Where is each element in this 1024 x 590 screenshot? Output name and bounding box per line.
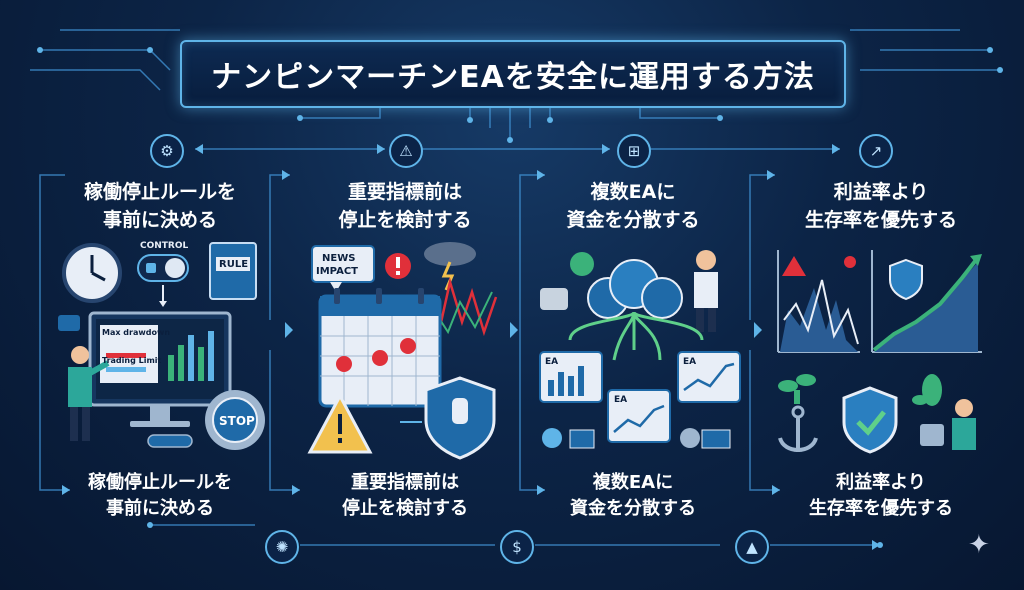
impact-label: IMPACT (316, 266, 358, 277)
column-3-footer-line1: 複数EAに (592, 472, 674, 493)
monitor-dashboard (88, 311, 232, 427)
bar-growth-icon: ▲ (735, 530, 769, 564)
column-2-header: 重要指標前は 停止を検討する (290, 178, 520, 234)
column-3-header-line2: 資金を分散する (566, 209, 700, 231)
person-figure (68, 346, 110, 441)
stop-gear-icon (205, 390, 265, 450)
shield-hand-icon (424, 376, 496, 460)
column-1-header: 稼働停止ルールを 事前に決める (45, 178, 275, 234)
ea-label-3: EA (683, 357, 697, 367)
anchor-icon (778, 405, 818, 452)
dollar-gear-icon: $ (500, 530, 534, 564)
money-bags-icon (540, 252, 683, 319)
column-3-header-line1: 複数EAに (590, 181, 676, 203)
clock-icon (62, 243, 122, 303)
page-title: ナンピンマーチンEAを安全に運用する方法 (211, 60, 815, 95)
column-1-footer-line1: 稼働停止ルールを (88, 472, 232, 493)
column-2-footer: 重要指標前は 停止を検討する (290, 470, 520, 522)
column-3-footer: 複数EAに 資金を分散する (518, 470, 748, 522)
control-toggle-icon (137, 254, 189, 282)
network-icon: ⊞ (617, 134, 651, 168)
growth-chart-icon: ↗ (859, 134, 893, 168)
ea-panel-1 (539, 351, 603, 403)
column-2-footer-line1: 重要指標前は (351, 472, 459, 493)
column-2-header-line2: 停止を検討する (338, 209, 472, 231)
max-drawdown-label: Max drawdown (102, 328, 171, 337)
column-2-header-line1: 重要指標前は (347, 181, 462, 203)
ea-panel-2 (607, 389, 671, 443)
alert-icon (385, 253, 411, 279)
column-1-header-line1: 稼働停止ルールを (83, 181, 236, 203)
growth-chart-panel (871, 250, 982, 353)
trading-limit-label: Trading Limit (102, 356, 162, 365)
title-banner: ナンピンマーチンEAを安全に運用する方法 (180, 40, 846, 108)
ea-label-1: EA (545, 357, 559, 367)
column-2-footer-line2: 停止を検討する (342, 498, 468, 519)
survival-priority-illustration (777, 250, 982, 454)
column-4-header: 利益率より 生存率を優先する (766, 178, 996, 234)
plant-icon (778, 374, 816, 404)
column-4-header-line1: 利益率より (833, 181, 929, 203)
news-impact-badge (311, 245, 375, 292)
column-1-footer-line2: 事前に決める (106, 498, 214, 519)
column-3-footer-line2: 資金を分散する (570, 498, 696, 519)
check-shield-icon (842, 386, 898, 454)
column-4-footer: 利益率より 生存率を優先する (766, 470, 996, 522)
column-4-footer-line1: 利益率より (836, 472, 926, 493)
column-1-footer: 稼働停止ルールを 事前に決める (45, 470, 275, 522)
ea-label-2: EA (614, 395, 628, 405)
column-1-header-line2: 事前に決める (102, 209, 217, 231)
rule-label: RULE (219, 259, 249, 270)
gardener-person (912, 374, 976, 450)
news-calendar-illustration (307, 242, 498, 460)
lightbulb-icon: ✺ (265, 530, 299, 564)
crash-chart-panel (777, 250, 860, 353)
presenter-person (694, 250, 718, 332)
warning-triangle-icon (307, 392, 373, 454)
column-4-footer-line2: 生存率を優先する (809, 498, 953, 519)
control-label: CONTROL (140, 241, 189, 251)
rule-book-icon (209, 242, 257, 300)
stop-label: STOP (219, 414, 255, 428)
fund-distribution-illustration (539, 250, 741, 449)
sparkle-icon: ✦ (968, 530, 990, 560)
news-label: NEWS (322, 253, 356, 264)
calendar-icon (318, 288, 442, 408)
ea-panel-3 (677, 351, 741, 403)
column-4-header-line2: 生存率を優先する (804, 209, 957, 231)
stop-rules-illustration (58, 242, 265, 450)
gear-dollar-icon: ⚙ (150, 134, 184, 168)
warning-icon: ⚠ (389, 134, 423, 168)
distribution-arrows (568, 310, 704, 361)
column-3-header: 複数EAに 資金を分散する (518, 178, 748, 234)
